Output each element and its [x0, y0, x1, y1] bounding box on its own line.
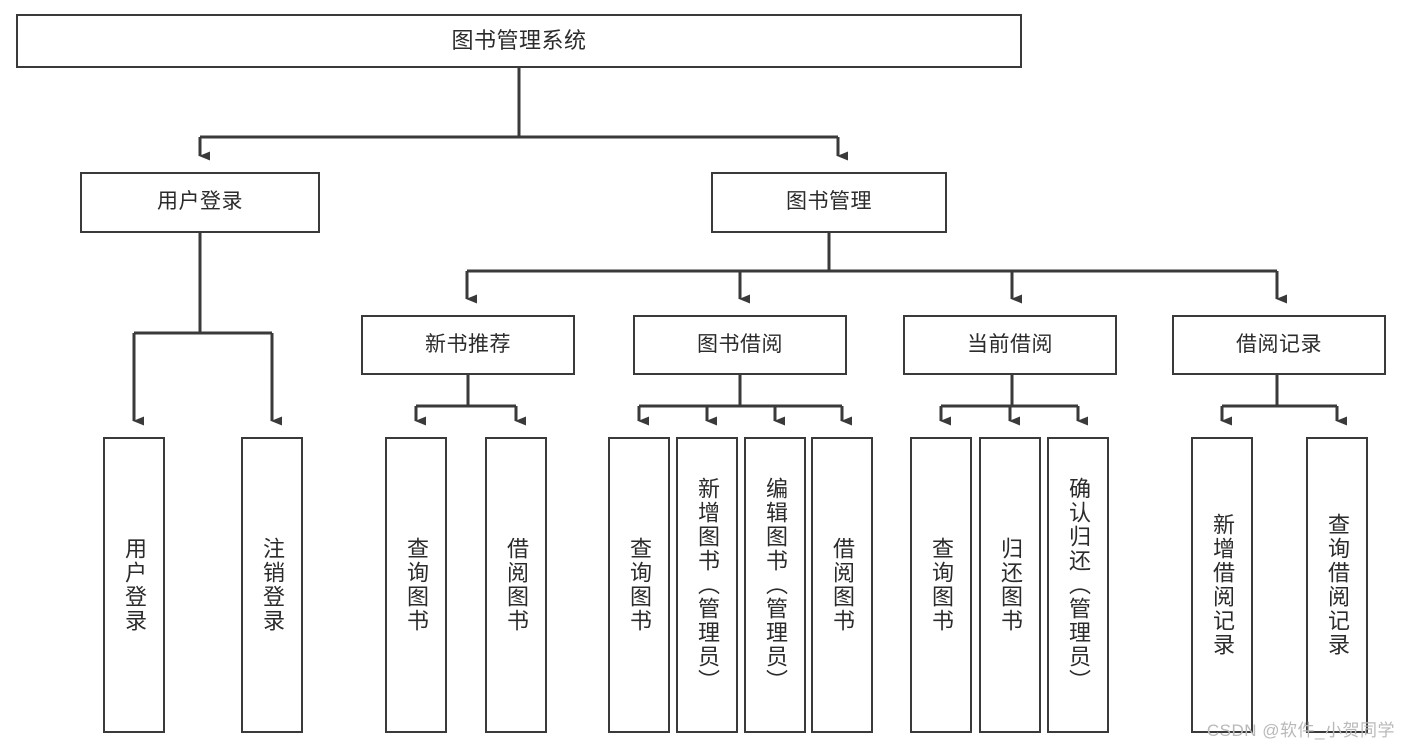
node-book-borrow[interactable]: 图书借阅 — [633, 315, 847, 375]
node-new-book-recommend[interactable]: 新书推荐 — [361, 315, 575, 375]
node-current-borrow[interactable]: 当前借阅 — [903, 315, 1117, 375]
leaf-new-book-borrow[interactable]: 借阅图书 — [485, 437, 547, 733]
node-label: 注销登录 — [260, 537, 285, 633]
leaf-user-login[interactable]: 用户登录 — [103, 437, 165, 733]
node-label: 借阅图书 — [504, 537, 529, 633]
leaf-borrow-query-book[interactable]: 查询图书 — [608, 437, 670, 733]
node-label: 查询图书 — [404, 537, 429, 633]
node-label: 图书管理 — [786, 190, 872, 214]
node-label: 新增图书（管理员） — [695, 477, 720, 693]
leaf-user-logout[interactable]: 注销登录 — [241, 437, 303, 733]
node-label: 图书借阅 — [697, 332, 783, 356]
node-label: 确认归还（管理员） — [1066, 477, 1091, 693]
node-book-management[interactable]: 图书管理 — [711, 172, 947, 233]
leaf-current-return-book[interactable]: 归还图书 — [979, 437, 1041, 733]
node-label: 用户登录 — [157, 190, 243, 214]
node-label: 编辑图书（管理员） — [763, 477, 788, 693]
node-label: 归还图书 — [998, 537, 1023, 633]
node-label: 新增借阅记录 — [1210, 513, 1235, 657]
node-label: 用户登录 — [122, 537, 147, 633]
leaf-current-confirm-return[interactable]: 确认归还（管理员） — [1047, 437, 1109, 733]
node-root-system[interactable]: 图书管理系统 — [16, 14, 1022, 68]
node-user-login[interactable]: 用户登录 — [80, 172, 320, 233]
leaf-borrow-edit-book[interactable]: 编辑图书（管理员） — [744, 437, 806, 733]
leaf-record-add[interactable]: 新增借阅记录 — [1191, 437, 1253, 733]
node-label: 借阅图书 — [830, 537, 855, 633]
node-label: 新书推荐 — [425, 332, 511, 356]
leaf-current-query-book[interactable]: 查询图书 — [910, 437, 972, 733]
node-label: 查询图书 — [627, 537, 652, 633]
node-label: 查询借阅记录 — [1325, 513, 1350, 657]
leaf-new-book-query[interactable]: 查询图书 — [385, 437, 447, 733]
node-label: 图书管理系统 — [451, 28, 587, 54]
node-label: 借阅记录 — [1236, 332, 1322, 356]
node-borrow-record[interactable]: 借阅记录 — [1172, 315, 1386, 375]
leaf-record-query[interactable]: 查询借阅记录 — [1306, 437, 1368, 733]
leaf-borrow-add-book[interactable]: 新增图书（管理员） — [676, 437, 738, 733]
leaf-borrow-lend-book[interactable]: 借阅图书 — [811, 437, 873, 733]
node-label: 查询图书 — [929, 537, 954, 633]
node-label: 当前借阅 — [967, 332, 1053, 356]
csdn-watermark: CSDN @软件_小贺同学 — [1206, 721, 1395, 740]
